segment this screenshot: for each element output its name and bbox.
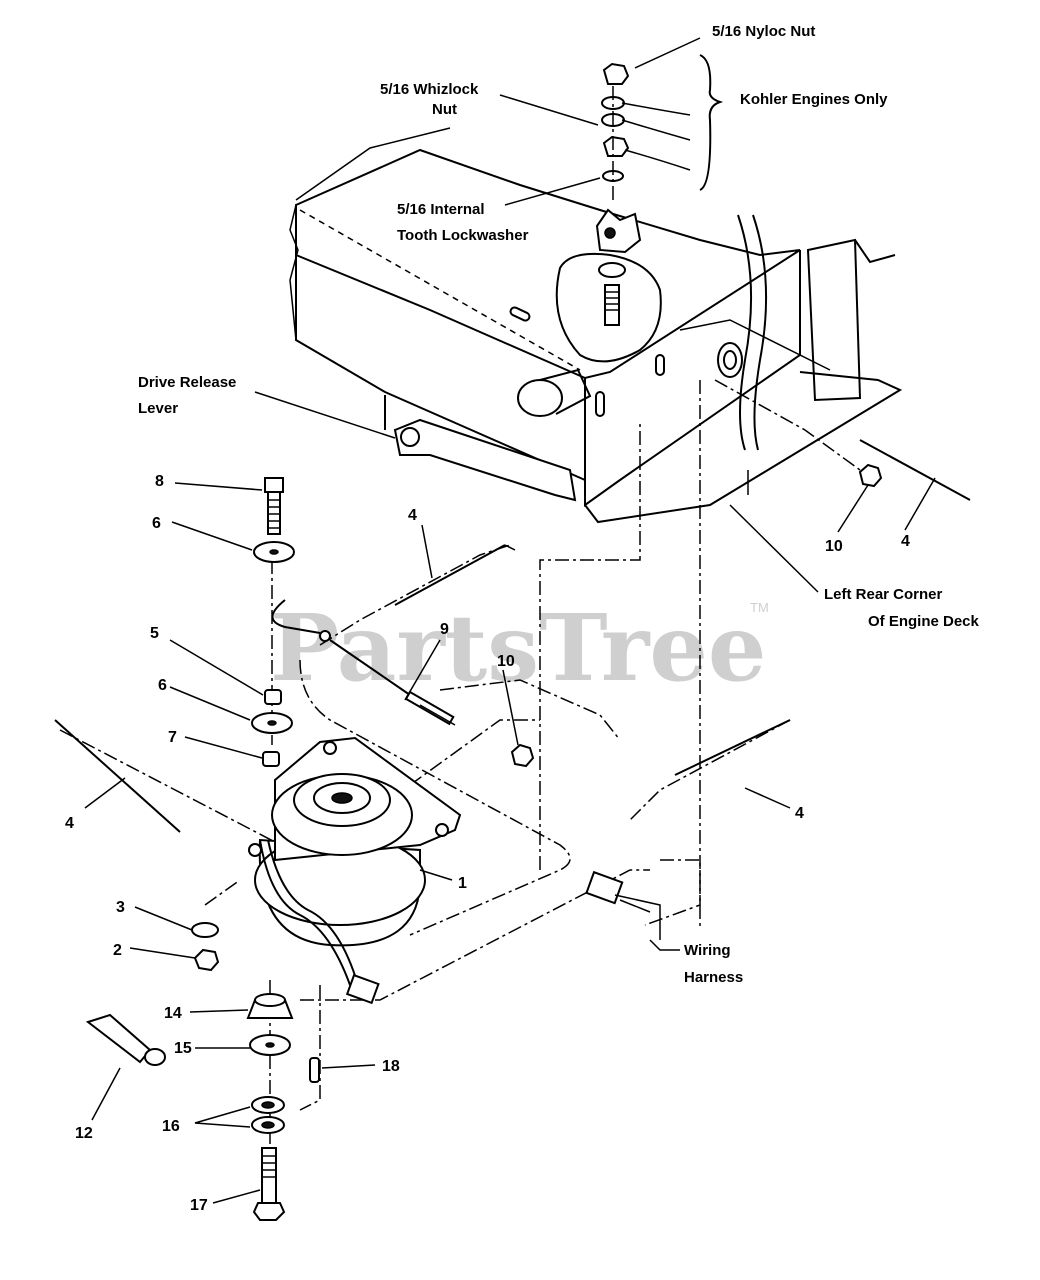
part-3-washer xyxy=(191,922,219,938)
callout-6-lower: 6 xyxy=(158,677,167,694)
part-12-grease-tube xyxy=(85,1013,166,1066)
label-drive-release-line2: Lever xyxy=(138,400,178,417)
lower-bolt-stack xyxy=(246,993,294,1221)
part-8-bolt xyxy=(264,477,284,535)
callout-18: 18 xyxy=(382,1058,400,1075)
part-1-clutch xyxy=(248,736,462,1005)
callout-4-top: 4 xyxy=(408,507,417,524)
label-drive-release-line1: Drive Release xyxy=(138,374,236,391)
label-lockwasher-line2: Tooth Lockwasher xyxy=(397,227,529,244)
part-2-nut xyxy=(193,948,220,972)
label-left-rear-line1: Left Rear Corner xyxy=(824,586,943,603)
watermark-trademark: TM xyxy=(750,600,769,615)
top-fastener-stack xyxy=(601,54,724,200)
part-18-pin xyxy=(309,1057,320,1083)
label-wiring-line2: Harness xyxy=(684,969,743,986)
label-wiring-line1: Wiring xyxy=(684,942,731,959)
callout-14: 14 xyxy=(164,1005,182,1022)
label-left-rear-line2: Of Engine Deck xyxy=(868,613,980,630)
wire-routing xyxy=(54,379,971,1180)
callout-10-upper: 10 xyxy=(825,538,843,555)
label-lockwasher-line1: 5/16 Internal xyxy=(397,201,485,218)
label-nyloc-nut: 5/16 Nyloc Nut xyxy=(712,23,815,40)
part-10-nut-lower xyxy=(510,743,535,768)
callout-6-upper: 6 xyxy=(152,515,161,532)
drive-release-lever xyxy=(384,395,577,502)
engine-deck xyxy=(289,148,903,524)
callout-9: 9 xyxy=(440,621,449,638)
callout-12: 12 xyxy=(75,1125,93,1142)
callout-10-lower: 10 xyxy=(497,653,515,670)
callout-4-left: 4 xyxy=(65,815,74,832)
callout-16: 16 xyxy=(162,1118,180,1135)
label-kohler-engines-only: Kohler Engines Only xyxy=(740,91,888,108)
callout-2: 2 xyxy=(113,942,122,959)
callout-4-right: 4 xyxy=(901,533,910,550)
callout-5: 5 xyxy=(150,625,159,642)
callout-15: 15 xyxy=(174,1040,192,1057)
wiring-harness-connector xyxy=(585,870,661,940)
washer-spacer-stack xyxy=(251,541,295,767)
watermark-text: PartsTree xyxy=(270,594,766,702)
label-whizlock-line2: Nut xyxy=(432,101,457,118)
callout-4-mid: 4 xyxy=(795,805,804,822)
label-whizlock-line1: 5/16 Whizlock xyxy=(380,81,479,98)
part-10-nut-upper xyxy=(858,463,883,488)
callout-1: 1 xyxy=(458,875,467,892)
leader-lines xyxy=(84,37,936,1204)
callout-17: 17 xyxy=(190,1197,208,1214)
callout-8: 8 xyxy=(155,473,164,490)
callout-3: 3 xyxy=(116,899,125,916)
callout-7: 7 xyxy=(168,729,177,746)
